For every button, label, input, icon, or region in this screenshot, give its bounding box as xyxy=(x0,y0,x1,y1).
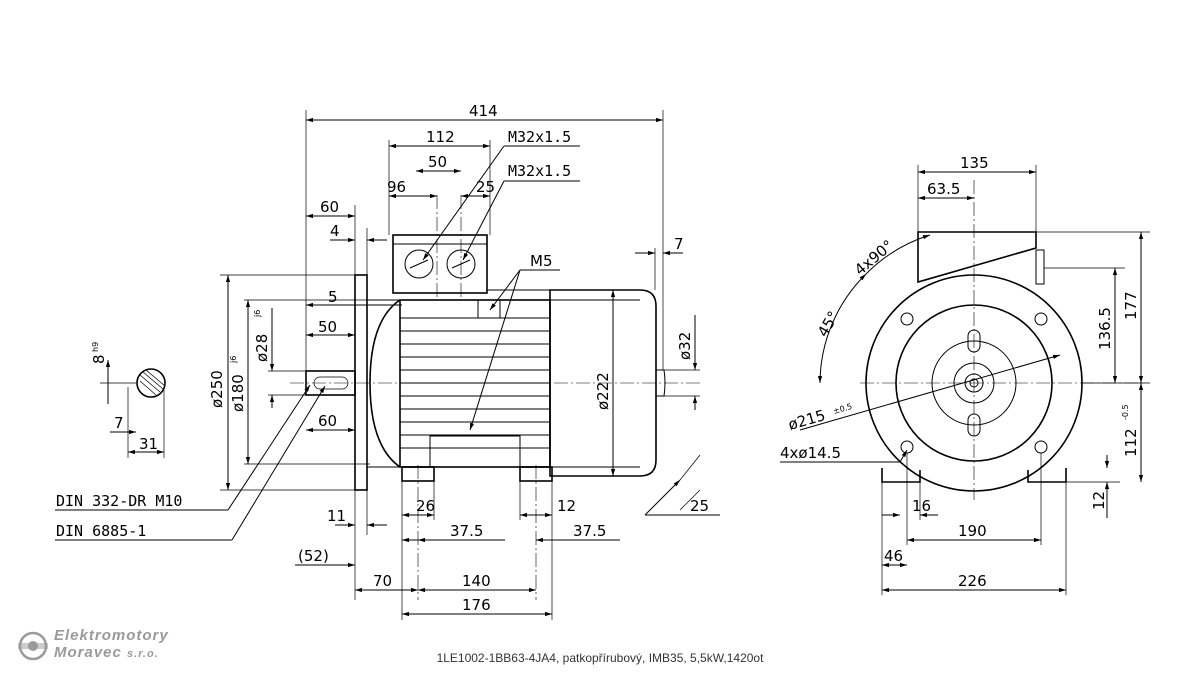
drawing-caption: 1LE1002-1BB63-4JA4, patkopřírubový, IMB3… xyxy=(436,651,764,665)
dim-16: 16 xyxy=(912,497,931,515)
dim-7-key: 7 xyxy=(114,414,124,432)
dim-176: 176 xyxy=(462,596,491,614)
dim-d28: ø28 xyxy=(253,334,271,362)
dim-d180: ø180 xyxy=(229,374,247,412)
thread-m32-a: M32x1.5 xyxy=(508,128,571,146)
dim-11: 11 xyxy=(327,507,346,525)
dim-12-bottom: 12 xyxy=(557,497,576,515)
dim-60-top: 60 xyxy=(320,198,339,216)
dim-136-5: 136.5 xyxy=(1096,307,1114,350)
motor-side-view xyxy=(290,195,700,600)
logo-company-name: Moravec xyxy=(54,644,122,661)
dim-4x90: 4x90° xyxy=(851,236,897,279)
dim-d180-tolerance: j6 xyxy=(229,356,238,364)
dim-50-top: 50 xyxy=(428,153,447,171)
dim-d222: ø222 xyxy=(594,372,612,410)
dim-8: 8 xyxy=(90,354,108,364)
dim-25-top: 25 xyxy=(476,178,495,196)
dim-177: 177 xyxy=(1122,291,1140,320)
dim-112-height: 112 xyxy=(1122,428,1140,457)
motor-logo-icon xyxy=(18,631,48,661)
thread-m32-b: M32x1.5 xyxy=(508,162,571,180)
dim-60-bottom: 60 xyxy=(318,412,337,430)
dim-96: 96 xyxy=(387,178,406,196)
dim-4x14-5: 4xø14.5 xyxy=(780,444,841,462)
logo-company-suffix: s.r.o. xyxy=(127,648,159,660)
dim-26: 26 xyxy=(416,497,435,515)
dim-50-shaft: 50 xyxy=(318,318,337,336)
dim-25-bottom: 25 xyxy=(690,497,709,515)
front-view-dimension-lines xyxy=(780,165,1150,595)
dim-37-5-a: 37.5 xyxy=(450,522,483,540)
dim-140: 140 xyxy=(462,572,491,590)
dim-52: (52) xyxy=(298,547,329,565)
dim-4: 4 xyxy=(330,222,340,240)
dim-d215-tolerance: ±0.5 xyxy=(832,402,853,416)
dim-d28-tolerance: j6 xyxy=(253,310,262,318)
logo-line-1: Elektromotory xyxy=(54,627,169,644)
dim-37-5-b: 37.5 xyxy=(573,522,606,540)
dim-226: 226 xyxy=(958,572,987,590)
dim-63-5: 63.5 xyxy=(927,180,960,198)
side-view-dimension-lines xyxy=(55,117,720,617)
dim-angle-45: 45° xyxy=(814,308,843,340)
dim-46: 46 xyxy=(884,547,903,565)
dim-5: 5 xyxy=(328,288,338,306)
shaft-key-section xyxy=(100,360,166,458)
label-din-332: DIN 332-DR M10 xyxy=(56,492,182,510)
dim-190: 190 xyxy=(958,522,987,540)
dim-31: 31 xyxy=(139,435,158,453)
side-view-extension-lines xyxy=(220,110,701,620)
label-din-6885: DIN 6885-1 xyxy=(56,522,146,540)
company-logo: Elektromotory Moravec s.r.o. xyxy=(12,627,212,667)
dim-112-tolerance: -0.5 xyxy=(1121,404,1130,420)
motor-front-view xyxy=(860,180,1145,500)
dim-135: 135 xyxy=(960,154,989,172)
dim-112: 112 xyxy=(426,128,455,146)
dim-7-right: 7 xyxy=(674,235,684,253)
dim-414: 414 xyxy=(469,102,498,120)
dim-12-right: 12 xyxy=(1090,491,1108,510)
dim-8-tolerance: h9 xyxy=(91,342,100,352)
dimension-labels: 414 112 50 96 25 60 4 5 50 60 7 M32x1.5 … xyxy=(56,102,1140,614)
dim-d250: ø250 xyxy=(208,370,226,408)
dim-d32: ø32 xyxy=(676,332,694,360)
dim-70: 70 xyxy=(373,572,392,590)
logo-line-2: Moravec s.r.o. xyxy=(54,644,159,661)
dim-d215: ø215 xyxy=(786,406,827,434)
thread-m5: M5 xyxy=(530,252,553,270)
